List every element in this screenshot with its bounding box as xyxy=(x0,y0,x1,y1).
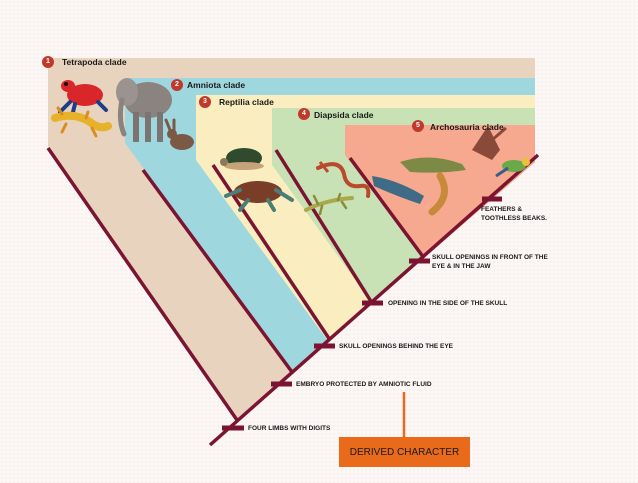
clade-badge-4: 4 xyxy=(298,108,310,120)
trait-label-4: OPENING IN THE SIDE OF THE SKULL xyxy=(388,300,508,307)
clade-label-archosauria: Archosauria clade xyxy=(430,122,504,132)
main-trunk xyxy=(208,153,540,447)
elephant-illustration xyxy=(116,78,172,142)
lizard-illustration xyxy=(304,192,354,216)
branch-amphibians xyxy=(46,147,239,421)
trait-label-1: FOUR LIMBS WITH DIGITS xyxy=(248,425,331,432)
sea-turtle-illustration xyxy=(224,181,294,212)
trait-label-3: SKULL OPENINGS BEHIND THE EYE xyxy=(339,343,454,350)
clade-badge-1: 1 xyxy=(42,56,54,68)
trait-label-5: SKULL OPENINGS IN FRONT OF THE EYE & IN … xyxy=(432,254,548,270)
clade-label-tetrapoda: Tetrapoda clade xyxy=(62,57,127,67)
branch-lizards-snakes xyxy=(274,149,374,304)
clade-badge-2: 2 xyxy=(171,79,183,91)
clade-badge-5: 5 xyxy=(412,120,424,132)
archosauria-band xyxy=(345,125,535,258)
derived-character-box: DERIVED CHARACTER xyxy=(339,437,470,467)
alligator-illustration xyxy=(372,176,424,204)
rabbit-illustration xyxy=(164,118,194,150)
trait-label-2: EMBRYO PROTECTED BY AMNIOTIC FLUID xyxy=(296,381,432,388)
clade-badge-3: 3 xyxy=(199,96,211,108)
branch-mammals xyxy=(141,168,294,374)
crocodile-illustration xyxy=(400,157,466,216)
pterosaur-illustration xyxy=(472,126,507,160)
salamander-illustration xyxy=(51,106,112,138)
clade-label-amniota: Amniota clade xyxy=(187,80,246,90)
branch-crocodilians xyxy=(348,156,426,260)
snake-illustration xyxy=(316,161,371,198)
bird-illustration xyxy=(495,158,530,178)
turtle-illustration xyxy=(220,148,264,170)
clade-label-diapsida: Diapsida clade xyxy=(314,110,374,120)
clade-label-reptilia: Reptilia clade xyxy=(219,97,274,107)
trait-label-6: FEATHERS & TOOTHLESS BEAKS. xyxy=(481,206,547,222)
